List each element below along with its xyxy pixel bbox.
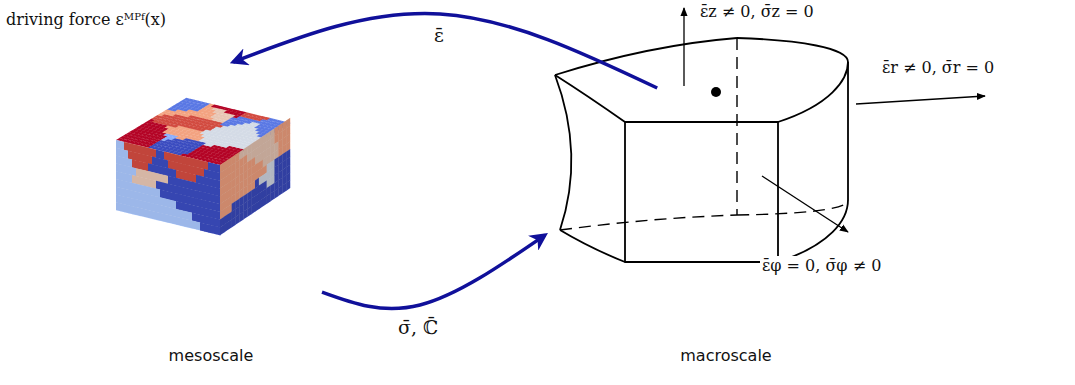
scale-label: macroscale — [545, 346, 907, 365]
direction-arrow — [684, 8, 985, 232]
transfer-label: σ̄, ℂ̄ — [396, 316, 440, 339]
transfer-arrow — [322, 235, 545, 309]
transfer-arrow — [233, 14, 657, 88]
scale-figure: mesoscale — [100, 62, 322, 373]
scale-figure: macroscale — [545, 88, 907, 373]
microstructure-block — [116, 98, 291, 236]
grain-face — [116, 140, 220, 235]
annotation-label: ε̄r ≠ 0, σ̄r = 0 — [880, 58, 996, 77]
macro-body — [555, 38, 848, 262]
annotation-label: ε̄z ≠ 0, σ̄z = 0 — [698, 2, 816, 21]
scale-label: mesoscale — [100, 346, 322, 365]
transfer-label: ε̄ — [432, 24, 446, 47]
annotation-label: driving force εᴹᴾᶠ(x) — [4, 10, 168, 29]
material-point — [711, 87, 721, 97]
annotation-label: ε̄φ = 0, σ̄φ ≠ 0 — [760, 256, 883, 275]
grain-face — [220, 118, 290, 235]
